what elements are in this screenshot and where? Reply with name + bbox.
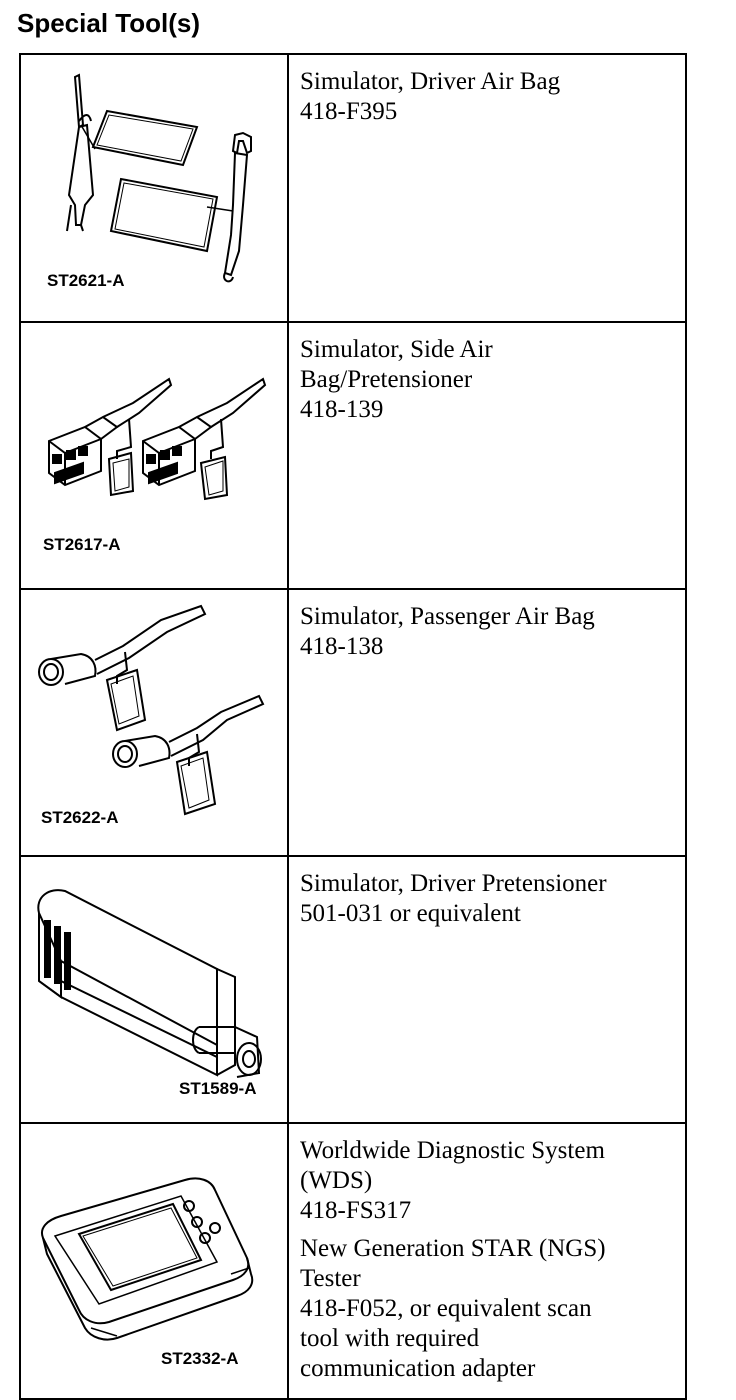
diagnostic-tester-illustration — [41, 1177, 254, 1341]
tool-description-cell: Simulator, Passenger Air Bag 418-138 — [287, 588, 687, 857]
tool-name: Simulator, Driver Air Bag — [300, 68, 561, 95]
table-row: ST2621-A Simulator, Driver Air Bag 418-F… — [19, 53, 687, 323]
tool-description-cell: Simulator, Driver Air Bag 418-F395 — [287, 53, 687, 323]
tool-number: 418-138 — [300, 633, 384, 660]
tool-description-cell: Simulator, Driver Pretensioner 501-031 o… — [287, 855, 687, 1124]
tool-name: Simulator, Driver Pretensioner — [300, 870, 607, 897]
side-air-bag-pretensioner-simulator-illustration — [48, 377, 267, 501]
tool-number: 418-F395 — [300, 98, 398, 125]
tool-number: 418-FS317 — [300, 1197, 412, 1224]
tool-code: ST2621-A — [47, 271, 125, 290]
passenger-air-bag-simulator-illustration — [38, 604, 265, 816]
tool-code: ST2617-A — [43, 535, 121, 554]
tool-note: tool with required — [300, 1325, 480, 1352]
tool-code: ST2622-A — [41, 808, 119, 827]
tool-illustration-cell: ST2617-A — [19, 321, 289, 590]
tool-code: ST1589-A — [179, 1079, 257, 1098]
tool-number: 501-031 or equivalent — [300, 900, 521, 927]
tool-description-cell: Worldwide Diagnostic System (WDS) 418-FS… — [287, 1122, 687, 1400]
tool-name: (WDS) — [300, 1167, 373, 1194]
tool-number: 418-139 — [300, 396, 384, 423]
tool-name: Simulator, Passenger Air Bag — [300, 603, 595, 630]
tool-description-cell: Simulator, Side Air Bag/Pretensioner 418… — [287, 321, 687, 590]
table-row: ST2622-A Simulator, Passenger Air Bag 41… — [19, 588, 687, 857]
tool-name: New Generation STAR (NGS) — [300, 1235, 606, 1262]
paragraph-gap — [300, 1226, 675, 1234]
driver-air-bag-simulator-illustration — [66, 73, 252, 283]
table-row: ST1589-A Simulator, Driver Pretensioner … — [19, 855, 687, 1124]
tool-code: ST2332-A — [161, 1349, 239, 1368]
tool-name: Simulator, Side Air — [300, 336, 493, 363]
tool-illustration-cell: ST2621-A — [19, 53, 289, 323]
page-title: Special Tool(s) — [17, 8, 200, 38]
special-tools-table: ST2621-A Simulator, Driver Air Bag 418-F… — [19, 53, 687, 1400]
tool-name: Tester — [300, 1265, 361, 1292]
driver-pretensioner-simulator-illustration — [37, 889, 262, 1078]
tool-illustration-cell: ST2622-A — [19, 588, 289, 857]
tool-number: 418-F052, or equivalent scan — [300, 1295, 592, 1322]
tool-name: Worldwide Diagnostic System — [300, 1137, 605, 1164]
tool-illustration-cell: ST1589-A — [19, 855, 289, 1124]
tool-illustration-cell: ST2332-A — [19, 1122, 289, 1400]
tool-name: Bag/Pretensioner — [300, 366, 473, 393]
table-row: ST2332-A Worldwide Diagnostic System (WD… — [19, 1122, 687, 1400]
table-row: ST2617-A Simulator, Side Air Bag/Pretens… — [19, 321, 687, 590]
tool-note: communication adapter — [300, 1355, 536, 1382]
